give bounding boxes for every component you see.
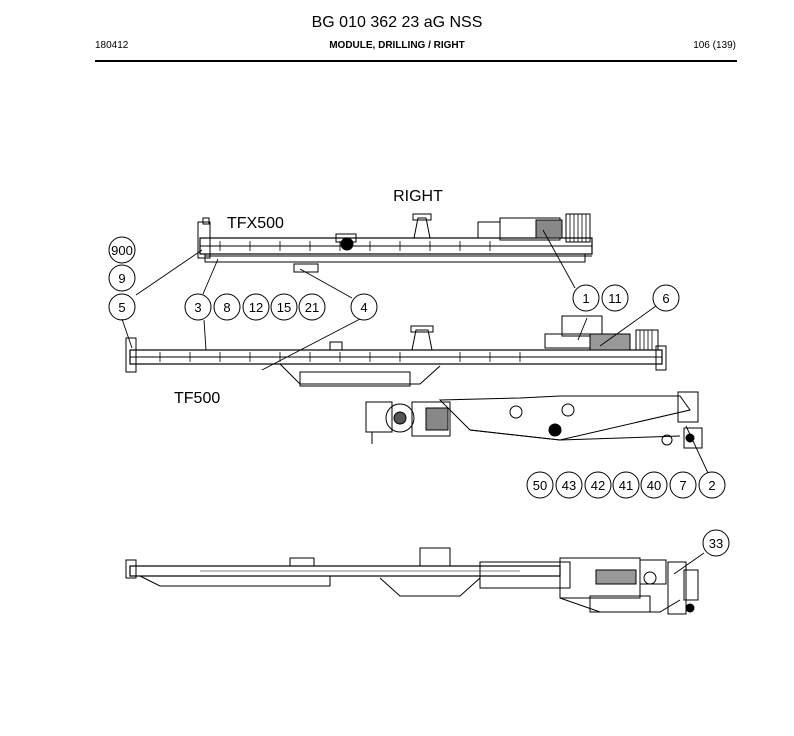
date-code: 180412	[95, 40, 129, 51]
callout-40: 40	[640, 471, 668, 499]
section-title: MODULE, DRILLING / RIGHT	[329, 40, 465, 51]
callout-1-label: 1	[582, 291, 589, 306]
model-label-upper: TFX500	[227, 215, 284, 232]
callout-9-label: 9	[118, 271, 125, 286]
callout-900: 900	[108, 236, 136, 264]
callout-900-label: 900	[111, 243, 133, 258]
callout-4: 4	[350, 293, 378, 321]
view-label: RIGHT	[393, 188, 443, 205]
callout-7-label: 7	[679, 478, 686, 493]
callout-3: 3	[184, 293, 212, 321]
model-label-lower: TF500	[174, 390, 220, 407]
callout-42: 42	[584, 471, 612, 499]
callout-2-label: 2	[708, 478, 715, 493]
callout-40-label: 40	[647, 478, 661, 493]
callout-43-label: 43	[562, 478, 576, 493]
callout-41-label: 41	[619, 478, 633, 493]
callout-15-label: 15	[277, 300, 291, 315]
header-rule	[95, 60, 737, 62]
callout-5-label: 5	[118, 300, 125, 315]
callout-12: 12	[242, 293, 270, 321]
callout-7: 7	[669, 471, 697, 499]
callout-50: 50	[526, 471, 554, 499]
callout-8: 8	[213, 293, 241, 321]
callout-21-label: 21	[305, 300, 319, 315]
callout-11-label: 11	[608, 291, 622, 306]
leader-lines	[121, 229, 709, 575]
callout-1: 1	[572, 284, 600, 312]
top-view-assembly	[125, 547, 699, 615]
callout-33: 33	[702, 529, 730, 557]
callout-12-label: 12	[249, 300, 263, 315]
callout-6-label: 6	[662, 291, 669, 306]
page-number: 106 (139)	[693, 40, 736, 51]
callout-42-label: 42	[591, 478, 605, 493]
callout-3-label: 3	[194, 300, 201, 315]
document-title: BG 010 362 23 aG NSS	[311, 14, 483, 31]
callout-15: 15	[270, 293, 298, 321]
callout-50-label: 50	[533, 478, 547, 493]
upper-feed-assembly	[197, 213, 593, 273]
callout-11: 11	[601, 284, 629, 312]
callout-41: 41	[612, 471, 640, 499]
callout-21: 21	[298, 293, 326, 321]
callout-2: 2	[698, 471, 726, 499]
lower-feed-assembly	[125, 315, 703, 449]
callout-4-label: 4	[360, 300, 367, 315]
callout-5: 5	[108, 293, 136, 321]
callout-6: 6	[652, 284, 680, 312]
callout-43: 43	[555, 471, 583, 499]
callout-8-label: 8	[223, 300, 230, 315]
callout-9: 9	[108, 264, 136, 292]
callout-33-label: 33	[709, 536, 723, 551]
